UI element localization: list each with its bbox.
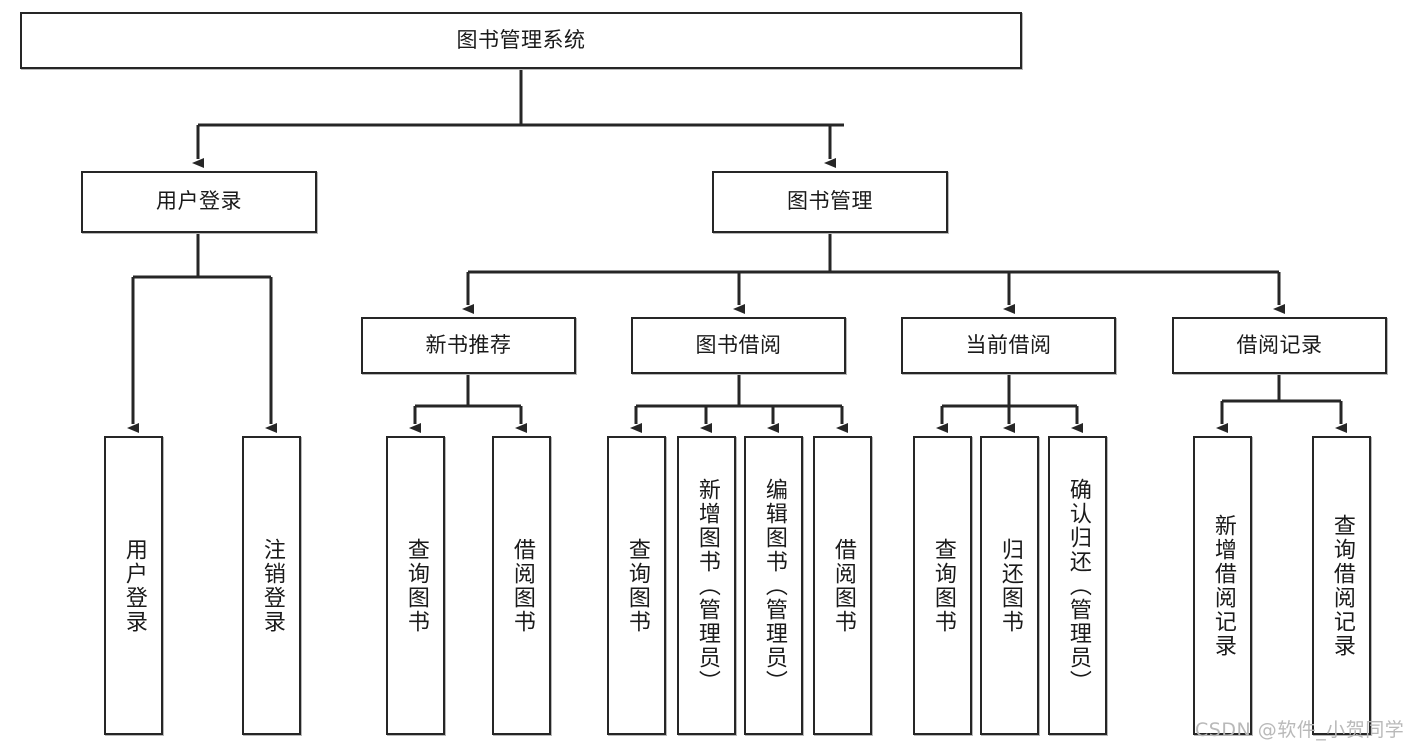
leaf-borrow-book-recommend[interactable]: 借阅图书 [492,436,551,735]
leaf-confirm-return[interactable]: 确认归还（管理员） [1048,436,1107,735]
node-label: 新书推荐 [425,332,512,357]
node-label: 注销登录 [259,537,285,634]
leaf-user-login[interactable]: 用户登录 [104,436,163,735]
node-label: 查询图书 [624,537,650,634]
node-book-manage[interactable]: 图书管理 [712,171,948,233]
node-root-system[interactable]: 图书管理系统 [20,12,1022,69]
leaf-add-book[interactable]: 新增图书（管理员） [677,436,736,735]
leaf-edit-book[interactable]: 编辑图书（管理员） [744,436,803,735]
node-label: 归还图书 [997,537,1023,634]
node-label: 当前借阅 [965,332,1052,357]
node-label: 查询借阅记录 [1329,513,1355,658]
node-label: 用户登录 [121,537,147,634]
node-label: 借阅记录 [1236,332,1323,357]
node-user-login[interactable]: 用户登录 [81,171,317,233]
node-label: 编辑图书（管理员） [761,477,787,694]
leaf-query-borrow-record[interactable]: 查询借阅记录 [1312,436,1371,735]
node-label: 图书借阅 [695,332,782,357]
node-label: 查询图书 [930,537,956,634]
node-book-borrow[interactable]: 图书借阅 [631,317,846,374]
node-label: 查询图书 [403,537,429,634]
node-label: 图书管理系统 [456,27,586,52]
node-label: 确认归还（管理员） [1065,477,1091,694]
leaf-query-book-current[interactable]: 查询图书 [913,436,972,735]
node-label: 新增借阅记录 [1210,513,1236,658]
leaf-query-book-recommend[interactable]: 查询图书 [386,436,445,735]
node-label: 图书管理 [787,189,873,214]
node-label: 借阅图书 [830,537,856,634]
leaf-return-book[interactable]: 归还图书 [980,436,1039,735]
node-label: 借阅图书 [509,537,535,634]
node-borrow-record[interactable]: 借阅记录 [1172,317,1387,374]
node-new-book-recommend[interactable]: 新书推荐 [361,317,576,374]
leaf-add-borrow-record[interactable]: 新增借阅记录 [1193,436,1252,735]
node-current-borrow[interactable]: 当前借阅 [901,317,1116,374]
node-label: 新增图书（管理员） [694,477,720,694]
leaf-query-book-borrow[interactable]: 查询图书 [607,436,666,735]
node-label: 用户登录 [156,189,242,214]
leaf-borrow-book[interactable]: 借阅图书 [813,436,872,735]
leaf-user-logout[interactable]: 注销登录 [242,436,301,735]
